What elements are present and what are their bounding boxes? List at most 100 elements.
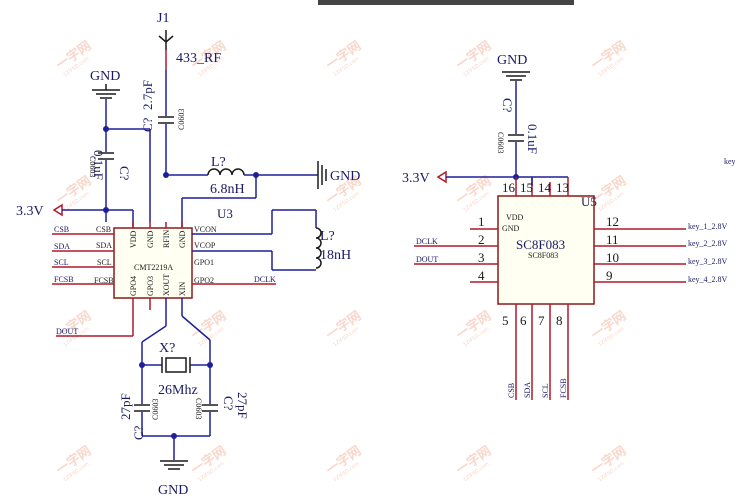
u3-pin-xin: XIN <box>178 282 187 296</box>
u5-pin-2: 2 <box>478 232 485 247</box>
left-circuit: J1 433_RF 2.7pF C? C0603 GND <box>16 11 360 498</box>
cap-x1-pkg: C0603 <box>151 399 160 420</box>
u3-part: CMT2219A <box>134 263 173 272</box>
net-dclk-right: DCLK <box>416 237 438 246</box>
dec-cap-ref: C? <box>117 166 132 181</box>
antenna-symbol-icon <box>158 30 174 50</box>
rf-cap-value: 2.7pF <box>140 80 155 110</box>
u5-body <box>497 195 595 305</box>
toolbar-fragment <box>318 0 574 5</box>
u5-pin-9: 9 <box>606 268 613 283</box>
net-dclk-left: DCLK <box>254 275 276 284</box>
net-key1: key_1_2.8V <box>688 222 728 231</box>
u3-pin-gnd: GND <box>146 230 155 248</box>
gnd-right-label: GND <box>330 169 360 184</box>
inductor-l1: L? 6.8nH GND <box>163 155 360 228</box>
net-sda-right: SDA <box>523 382 532 398</box>
cap-x2-pkg: C0603 <box>194 398 203 419</box>
u5-ref: U5 <box>581 194 597 209</box>
u5-part: SC8F083 <box>516 237 565 252</box>
u3-ref: U3 <box>217 206 233 221</box>
net-key-edge: key <box>724 157 735 166</box>
u5-pin-14: 14 <box>538 180 552 195</box>
u5-pin-3: 3 <box>478 250 485 265</box>
l2-ref: L? <box>320 229 335 244</box>
rf-cap-pkg: C0603 <box>177 109 186 130</box>
right-power-label: 3.3V <box>402 171 430 186</box>
inductor-l2: L? 18nH <box>192 209 351 271</box>
right-cap-ref: C? <box>500 98 515 113</box>
net-scl-right: SCL <box>541 383 550 398</box>
u3-pin-gnd2: GND <box>178 230 187 248</box>
u5-pin-16: 16 <box>502 180 516 195</box>
u3-pin-gpo3: GPO3 <box>146 276 155 296</box>
gnd-symbol-top: GND <box>90 69 120 152</box>
u5-gnd: GND <box>502 224 520 233</box>
u5-sub: SC8F083 <box>528 251 558 260</box>
right-cap-value: 0.1uF <box>525 124 540 154</box>
cap-x2-value: 27pF <box>235 392 250 419</box>
net-csb: CSB <box>54 225 69 234</box>
gnd-right-top-label: GND <box>497 53 527 68</box>
u5-pin-13: 13 <box>556 180 569 195</box>
net-scl: SCL <box>54 258 69 267</box>
power-label: 3.3V <box>16 204 44 219</box>
u5-pin-6: 6 <box>520 313 527 328</box>
u5-vdd: VDD <box>506 213 524 222</box>
u5-pin-4: 4 <box>478 268 485 283</box>
crystal-value: 26Mhz <box>158 383 198 398</box>
crystal-ref: X? <box>159 341 175 356</box>
u3-left-nets: CSB SDA SCL FCSB <box>52 225 114 285</box>
u5-pin-12: 12 <box>606 214 619 229</box>
ic-u3: U3 CMT2219A VDD GND RFIN GND CSB SDA SCL… <box>94 206 233 299</box>
l2-value: 18nH <box>320 248 351 263</box>
net-csb-right: CSB <box>507 383 516 398</box>
cap-x2-ref: C? <box>221 396 236 411</box>
u3-pin-gpo1: GPO1 <box>194 258 214 267</box>
right-circuit: GND C? 0.1uF C0603 3.3V U5 VDD GND SC8F0… <box>402 53 735 400</box>
u5-pin-10: 10 <box>606 250 619 265</box>
u3-pin-vcop: VCOP <box>194 241 216 250</box>
u5-pin-5: 5 <box>502 313 509 328</box>
u3-pin-gpo2: GPO2 <box>194 276 214 285</box>
u3-pin-vdd: VDD <box>129 230 138 248</box>
dout-net: DOUT <box>56 298 151 337</box>
antenna-connector: J1 433_RF <box>157 11 221 70</box>
connector-ref: J1 <box>157 11 169 26</box>
net-key4: key_4_2.8V <box>688 275 728 284</box>
cap-x1-value: 27pF <box>118 393 133 420</box>
right-cap-pkg: C0603 <box>496 132 505 153</box>
l1-ref: L? <box>211 155 226 170</box>
net-dout-right: DOUT <box>416 255 438 264</box>
gnd-top-label: GND <box>90 69 120 84</box>
u3-pin-fcsb: FCSB <box>94 276 114 285</box>
u3-pin-rfin: RFIN <box>162 230 171 248</box>
decoupling-capacitor: 0.1uF C? C0603 <box>88 126 151 222</box>
rf-cap-ref: C? <box>140 117 155 132</box>
rf-capacitor: 2.7pF C? C0603 <box>140 70 186 175</box>
net-fcsb-right: FCSB <box>559 378 568 398</box>
crystal-section: X? 26Mhz 27pF C? C0603 C? 27pF C0603 <box>118 298 250 498</box>
u3-pin-csb: CSB <box>96 225 111 234</box>
u3-pin-sda: SDA <box>96 241 112 250</box>
u3-pin-xout: XOUT <box>162 274 171 296</box>
power-port-left: 3.3V <box>16 203 134 228</box>
l1-value: 6.8nH <box>210 182 245 197</box>
net-sda: SDA <box>54 242 70 251</box>
u5-pin-7: 7 <box>538 313 545 328</box>
rf-net-label: 433_RF <box>176 51 221 66</box>
u5-pin-1: 1 <box>478 214 485 229</box>
net-dout: DOUT <box>56 327 78 336</box>
u3-pin-vcon: VCON <box>194 225 217 234</box>
gnd-bottom-label: GND <box>158 483 188 498</box>
dclk-net-left: DCLK <box>192 275 276 285</box>
net-key3: key_3_2.8V <box>688 257 728 266</box>
net-key2: key_2_2.8V <box>688 239 728 248</box>
u3-pin-scl: SCL <box>97 258 112 267</box>
u5-pin-11: 11 <box>606 232 619 247</box>
u3-pin-gpo4: GPO4 <box>129 276 138 296</box>
net-fcsb: FCSB <box>54 275 74 284</box>
u5-pin-8: 8 <box>556 313 563 328</box>
dec-cap-pkg: C0603 <box>88 156 97 177</box>
